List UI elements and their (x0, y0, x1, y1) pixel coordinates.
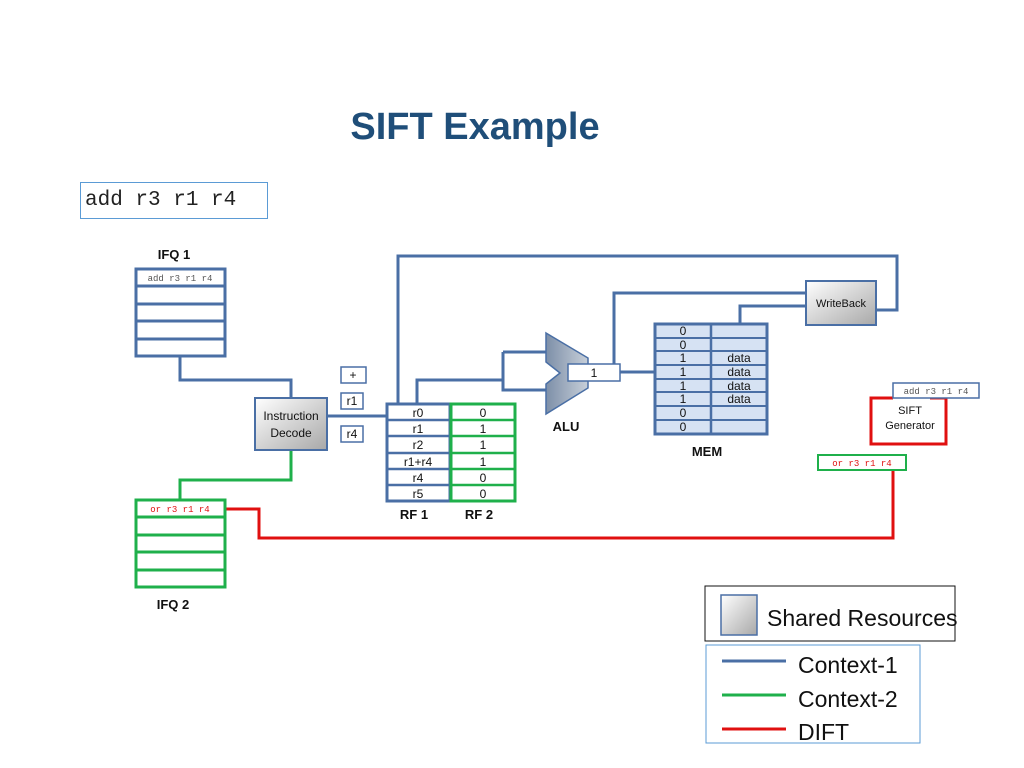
ifq1: IFQ 1 add r3 r1 r4 (134, 247, 227, 358)
alu-result: 1 (591, 366, 598, 380)
legend-shared-swatch (720, 594, 758, 636)
wire-decode-to-ifq2 (178, 450, 293, 500)
wire-mem-to-writeback (612, 291, 806, 372)
ifq1-entry: add r3 r1 r4 (148, 274, 213, 284)
wire-rf-to-alu-a (415, 378, 546, 404)
alu-label: ALU (553, 419, 580, 434)
operand-src1: r1 (347, 394, 358, 408)
mem-tag: 1 (680, 379, 687, 393)
rf2-bit: 0 (480, 406, 487, 420)
decode-line2: Decode (270, 426, 312, 440)
legend-shared-label: Shared Resources (767, 605, 958, 631)
rf1-reg: r2 (413, 438, 424, 452)
mem-tag: 1 (680, 351, 687, 365)
legend-label-dift: DIFT (798, 719, 849, 745)
decode-line1: Instruction (263, 409, 318, 423)
sift-generator: add r3 r1 r4 SIFT Generator or r3 r1 r4 (817, 382, 980, 471)
operand-boxes: + r1 r4 (340, 366, 367, 443)
rf2-bit: 0 (480, 471, 487, 485)
wire-mem-top-to-writeback (738, 304, 806, 324)
rf2-bit: 1 (480, 438, 487, 452)
writeback: WriteBack (805, 280, 877, 326)
mem-tag: 1 (680, 365, 687, 379)
ifq2-entry: or r3 r1 r4 (150, 505, 209, 515)
mem-value: data (727, 392, 751, 406)
legend-label-context2: Context-2 (798, 686, 898, 712)
wire-ifq2-to-sift (225, 470, 895, 540)
ifq2-label: IFQ 2 (157, 597, 190, 612)
sift-line1: SIFT (898, 405, 922, 417)
sift-output: or r3 r1 r4 (832, 459, 891, 469)
instruction-box: add r3 r1 r4 (80, 182, 268, 219)
alu-result-box (567, 363, 621, 382)
sift-output-box (817, 454, 907, 471)
sift-input-box (892, 382, 980, 399)
rf1-label: RF 1 (400, 507, 428, 522)
mem-label: MEM (692, 444, 722, 459)
wire-writeback-loop (396, 254, 899, 404)
writeback-label: WriteBack (816, 298, 866, 310)
legend-label-context1: Context-1 (798, 652, 898, 678)
rf1-reg: r4 (413, 471, 424, 485)
operand-src2: r4 (347, 427, 358, 441)
ifq1-label: IFQ 1 (158, 247, 191, 262)
mem-value: data (727, 351, 751, 365)
rf2-bit: 0 (480, 487, 487, 501)
ifq2: or r3 r1 r4 IFQ 2 (134, 498, 227, 612)
rf2-bit: 1 (480, 422, 487, 436)
mem: 0 0 1 1 1 1 0 0 data data data data MEM (653, 322, 769, 459)
rf2-label: RF 2 (465, 507, 493, 522)
mem-tag: 0 (680, 338, 687, 352)
alu: ALU 1 (545, 331, 621, 434)
sift-line2: Generator (885, 420, 935, 432)
page-title: SIFT Example (350, 106, 600, 148)
legend: Shared Resources Context-1 Context-2 DIF… (704, 585, 958, 745)
rf1-reg: r1+r4 (404, 455, 433, 469)
mem-tag: 0 (680, 406, 687, 420)
rf1: r0 r1 r2 r1+r4 r4 r5 RF 1 (385, 402, 452, 522)
mem-tag: 0 (680, 420, 687, 434)
rf2-bit: 1 (480, 455, 487, 469)
mem-tag: 1 (680, 392, 687, 406)
mem-value: data (727, 379, 751, 393)
wire-ifq1-to-decode (178, 356, 293, 398)
rf2: 0 1 1 1 0 0 RF 2 (449, 402, 517, 522)
rf1-reg: r5 (413, 487, 424, 501)
instruction-decode: Instruction Decode (254, 397, 328, 451)
mem-tag: 0 (680, 324, 687, 338)
sift-input: add r3 r1 r4 (904, 387, 969, 397)
context1-wires (178, 254, 899, 418)
alu-shape (545, 331, 589, 416)
operand-op: + (349, 368, 356, 382)
rf1-reg: r0 (413, 406, 424, 420)
rf1-reg: r1 (413, 422, 424, 436)
mem-value: data (727, 365, 751, 379)
context2-wires (178, 450, 293, 500)
